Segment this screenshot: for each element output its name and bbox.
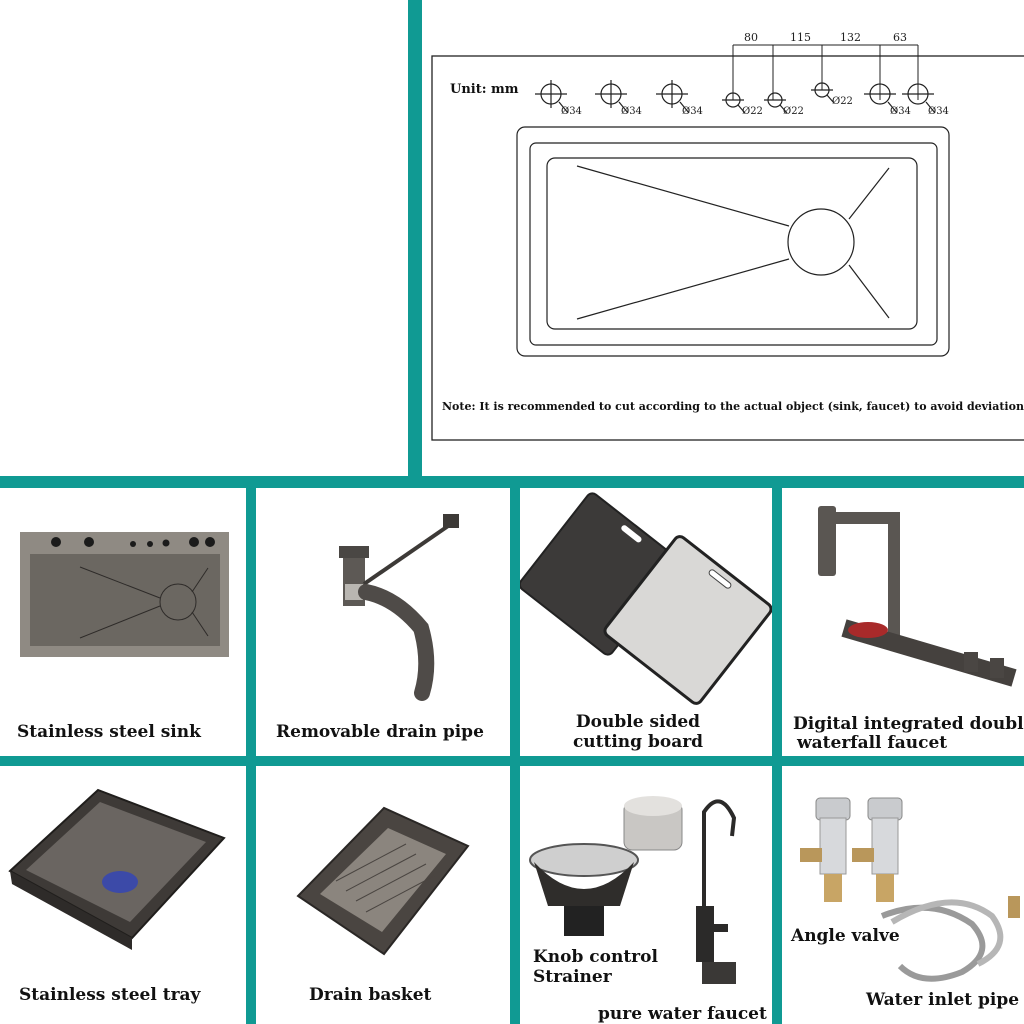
steel-tray-image <box>8 788 226 950</box>
dimension-80: 80 <box>744 31 758 44</box>
faucet-image <box>818 506 1017 687</box>
product-label: cutting board <box>572 732 704 752</box>
product-label: Stainless steel sink <box>17 722 201 742</box>
product-label: Knob control <box>533 947 658 967</box>
product-label: Drain basket <box>309 985 432 1005</box>
dimension-132: 132 <box>840 31 861 44</box>
product-label: pure water faucet <box>598 1004 767 1024</box>
product-label: Digital integrated double <box>793 714 1024 734</box>
product-label: Water inlet pipe <box>866 990 1020 1010</box>
product-cell-waterfall-faucet: Digital integrated double waterfall fauc… <box>782 488 1024 756</box>
dimension-63: 63 <box>893 31 907 44</box>
angle-valve-image <box>800 797 1020 982</box>
product-cell-cutting-board: Double sided cutting board <box>520 488 772 756</box>
hole-label: Ø34 <box>561 106 582 117</box>
grid-line-vertical-2 <box>510 476 520 1024</box>
product-cell-sink: Stainless steel sink <box>0 488 246 756</box>
dimension-diagram: Unit: mm 80 115 132 63 Ø34 Ø34 Ø34 Ø22 Ø… <box>422 0 1024 476</box>
diagram-drawing <box>431 44 1024 441</box>
product-label: Angle valve <box>791 926 900 946</box>
drain-pipe-image <box>339 514 459 701</box>
drain-basket-image <box>296 806 470 956</box>
hole-label: Ø22 <box>832 96 853 107</box>
product-label: Strainer <box>533 967 612 987</box>
hole-label: Ø34 <box>621 106 642 117</box>
product-label: Stainless steel tray <box>19 985 201 1005</box>
product-cell-drain-pipe: Removable drain pipe <box>256 488 510 756</box>
product-label: waterfall faucet <box>797 733 948 753</box>
product-cell-drain-basket: Drain basket <box>256 766 510 1024</box>
unit-label: Unit: mm <box>450 82 519 97</box>
sink-image <box>20 532 229 657</box>
hole-label: Ø34 <box>682 106 703 117</box>
grid-line-vertical-1 <box>246 476 256 1024</box>
grid-line-vertical-top <box>408 0 422 480</box>
grid-line-vertical-3 <box>772 476 782 1024</box>
hole-label: Ø22 <box>783 106 804 117</box>
cutting-board-image <box>520 492 772 705</box>
blank-panel <box>0 0 408 476</box>
strainer-faucet-image <box>529 796 737 984</box>
product-cell-angle-valve: Angle valve Water inlet pipe <box>782 766 1024 1024</box>
product-label: Removable drain pipe <box>276 722 484 742</box>
hole-label: Ø34 <box>928 106 949 117</box>
product-cell-steel-tray: Stainless steel tray <box>0 766 246 1024</box>
hole-label: Ø22 <box>742 106 763 117</box>
product-cell-strainer-faucet: Knob control Strainer pure water faucet <box>520 766 772 1024</box>
product-label: Double sided <box>575 712 701 732</box>
dimension-115: 115 <box>790 31 811 44</box>
hole-label: Ø34 <box>890 106 911 117</box>
diagram-note: Note: It is recommended to cut according… <box>442 400 1024 413</box>
